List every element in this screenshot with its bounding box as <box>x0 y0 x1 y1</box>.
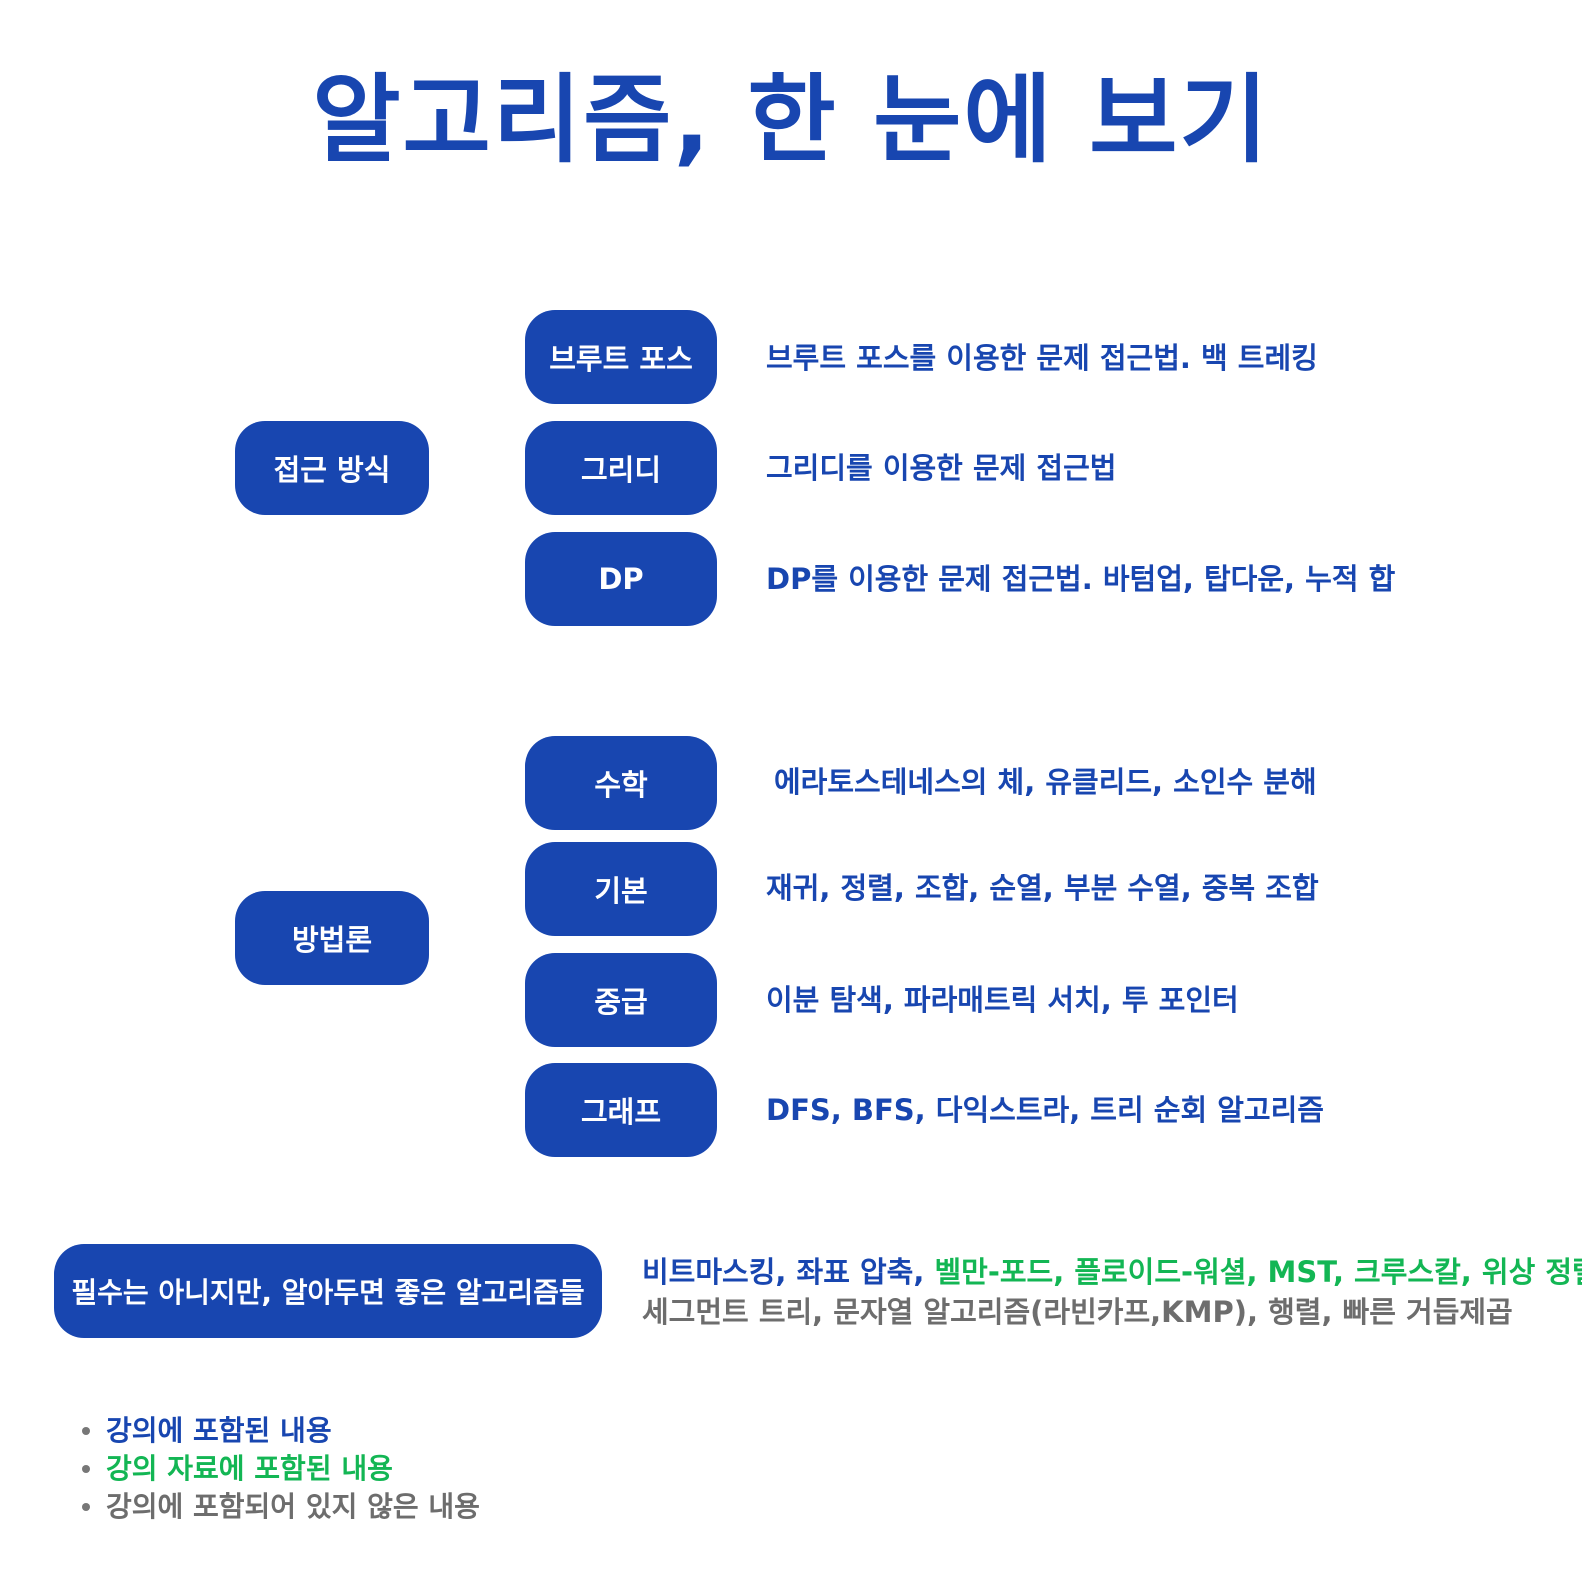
topic-dp-description: DP를 이용한 문제 접근법. 바텀업, 탑다운, 누적 합 <box>766 562 1396 596</box>
topic-basic-description: 재귀, 정렬, 조합, 순열, 부분 수열, 중복 조합 <box>766 871 1319 905</box>
legend-item-not-covered: 강의에 포함되어 있지 않은 내용 <box>82 1488 480 1526</box>
optional-material: 벨만-포드, 플로이드-워셜, MST, 크루스칼, 위상 정렬, <box>934 1255 1582 1289</box>
topic-graph-description: DFS, BFS, 다익스트라, 트리 순회 알고리즘 <box>766 1093 1324 1127</box>
optional-covered: 비트마스킹, 좌표 압축, <box>642 1255 935 1289</box>
page-title: 알고리즘, 한 눈에 보기 <box>312 64 1270 176</box>
topic-dp: DP <box>525 532 717 626</box>
bullet-icon <box>82 1427 90 1435</box>
legend: 강의에 포함된 내용 강의 자료에 포함된 내용 강의에 포함되어 있지 않은 … <box>82 1412 480 1526</box>
optional-algorithms-label: 필수는 아니지만, 알아두면 좋은 알고리즘들 <box>54 1244 602 1338</box>
topic-math-description: 에라토스테네스의 체, 유클리드, 소인수 분해 <box>774 765 1317 799</box>
topic-basic: 기본 <box>525 842 717 936</box>
topic-greedy-description: 그리디를 이용한 문제 접근법 <box>766 451 1117 485</box>
topic-greedy: 그리디 <box>525 421 717 515</box>
topic-brute-force-description: 브루트 포스를 이용한 문제 접근법. 백 트레킹 <box>766 341 1318 375</box>
bullet-icon <box>82 1503 90 1511</box>
legend-item-covered: 강의에 포함된 내용 <box>82 1412 480 1450</box>
topic-intermediate: 중급 <box>525 953 717 1047</box>
legend-item-material: 강의 자료에 포함된 내용 <box>82 1450 480 1488</box>
bullet-icon <box>82 1465 90 1473</box>
category-approach: 접근 방식 <box>235 421 429 515</box>
topic-brute-force: 브루트 포스 <box>525 310 717 404</box>
optional-algorithms-list: 비트마스킹, 좌표 압축, 벨만-포드, 플로이드-워셜, MST, 크루스칼,… <box>642 1252 1582 1332</box>
topic-graph: 그래프 <box>525 1063 717 1157</box>
optional-line-1: 비트마스킹, 좌표 압축, 벨만-포드, 플로이드-워셜, MST, 크루스칼,… <box>642 1252 1582 1292</box>
topic-math: 수학 <box>525 736 717 830</box>
optional-line-2: 세그먼트 트리, 문자열 알고리즘(라빈카프,KMP), 행렬, 빠른 거듭제곱 <box>642 1295 1513 1329</box>
topic-intermediate-description: 이분 탐색, 파라매트릭 서치, 투 포인터 <box>766 983 1239 1017</box>
category-methodology: 방법론 <box>235 891 429 985</box>
